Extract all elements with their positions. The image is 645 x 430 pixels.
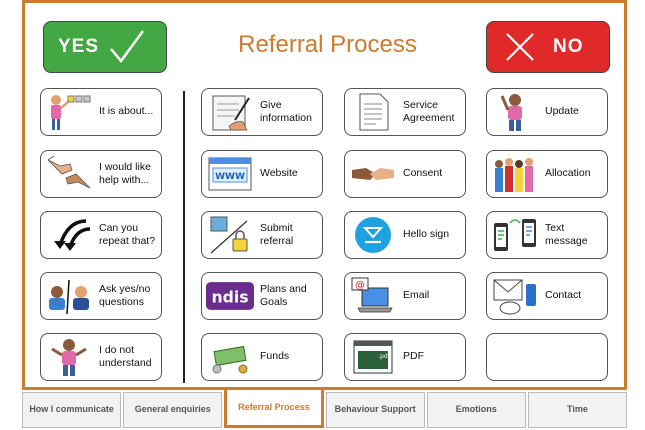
group-people-icon [491,154,539,194]
pdf-file-icon: .pdf [349,337,397,377]
cross-icon [506,33,534,61]
cell-text-message[interactable]: Text message [486,211,608,259]
cell-label: Plans and Goals [260,282,307,308]
ndis-logo-icon: ndis [206,276,254,316]
cell-submit-referral[interactable]: Submit referral [201,211,323,259]
cell-label: Update [545,105,579,118]
cell-consent[interactable]: Consent [344,150,466,198]
cell-label: Consent [403,167,443,180]
hellosign-logo-icon [349,215,397,255]
svg-text:@: @ [355,280,365,291]
cell-contact[interactable]: Contact [486,272,608,320]
cell-pdf[interactable]: .pdf PDF [344,333,466,381]
handshake-icon [349,154,397,194]
cell-update[interactable]: Update [486,88,608,136]
cell-label: It is about... [99,105,154,118]
helping-hands-icon [45,154,93,194]
yes-no-people-icon [45,276,93,316]
cell-label: PDF [403,350,424,363]
cell-label: Email [403,289,430,302]
repeat-arrows-icon [45,215,93,255]
cell-hello-sign[interactable]: Hello sign [344,211,466,259]
cell-give-information[interactable]: Give information [201,88,323,136]
cell-email[interactable]: @ Email [344,272,466,320]
hand-raised-person-icon [491,92,539,132]
shrug-person-icon [45,337,93,377]
money-icon [206,337,254,377]
tab-referral-process[interactable]: Referral Process [224,390,324,428]
cell-repeat[interactable]: Can you repeat that? [40,211,162,259]
cell-label: Funds [260,350,290,363]
cell-label: Service Agreement [403,98,455,124]
cell-help-with[interactable]: I would like help with... [40,150,162,198]
cell-service-agreement[interactable]: Service Agreement [344,88,466,136]
cell-label: I do not understand [99,343,152,369]
cell-plans-goals[interactable]: ndis Plans and Goals [201,272,323,320]
email-laptop-icon: @ [349,276,397,316]
category-tabs: How I communicate General enquiries Refe… [22,390,627,430]
cell-funds[interactable]: Funds [201,333,323,381]
cell-empty[interactable] [486,333,608,381]
pointing-person-icon [45,92,93,132]
cell-website[interactable]: WWW Website [201,150,323,198]
svg-text:WWW: WWW [215,172,245,182]
tab-emotions[interactable]: Emotions [426,392,526,428]
no-button[interactable]: NO [486,21,610,73]
no-label: NO [553,36,584,57]
tab-how-i-communicate[interactable]: How I communicate [22,392,122,428]
cell-label: I would like help with... [99,160,151,186]
tab-general-enquiries[interactable]: General enquiries [123,392,223,428]
yes-button[interactable]: YES [43,21,167,73]
browser-window-icon: WWW [206,154,254,194]
svg-text:ndis: ndis [211,287,248,306]
cell-label: Give information [260,98,312,124]
cell-label: Submit referral [260,221,294,247]
cell-label: Ask yes/no questions [99,282,151,308]
cell-label: Contact [545,289,582,302]
cell-label: Text message [545,221,588,247]
cell-yes-no-questions[interactable]: Ask yes/no questions [40,272,162,320]
svg-text:.pdf: .pdf [378,353,391,360]
lock-document-icon [206,215,254,255]
communication-board: YES Referral Process NO It is about... [22,0,627,390]
cell-label: Can you repeat that? [99,221,156,247]
cell-it-is-about[interactable]: It is about... [40,88,162,136]
cell-label: Allocation [545,167,591,180]
cell-label: Hello sign [403,228,450,241]
cell-do-not-understand[interactable]: I do not understand [40,333,162,381]
tab-time[interactable]: Time [527,392,627,428]
document-icon [349,92,397,132]
check-icon [110,30,145,64]
cell-label: Website [260,167,298,180]
column-divider [183,91,185,383]
page-title: Referral Process [238,31,417,58]
yes-label: YES [58,36,100,57]
tab-behaviour-support[interactable]: Behaviour Support [325,392,425,428]
contact-devices-icon [491,276,539,316]
cell-allocation[interactable]: Allocation [486,150,608,198]
writing-hand-icon [206,92,254,132]
phones-message-icon [491,215,539,255]
